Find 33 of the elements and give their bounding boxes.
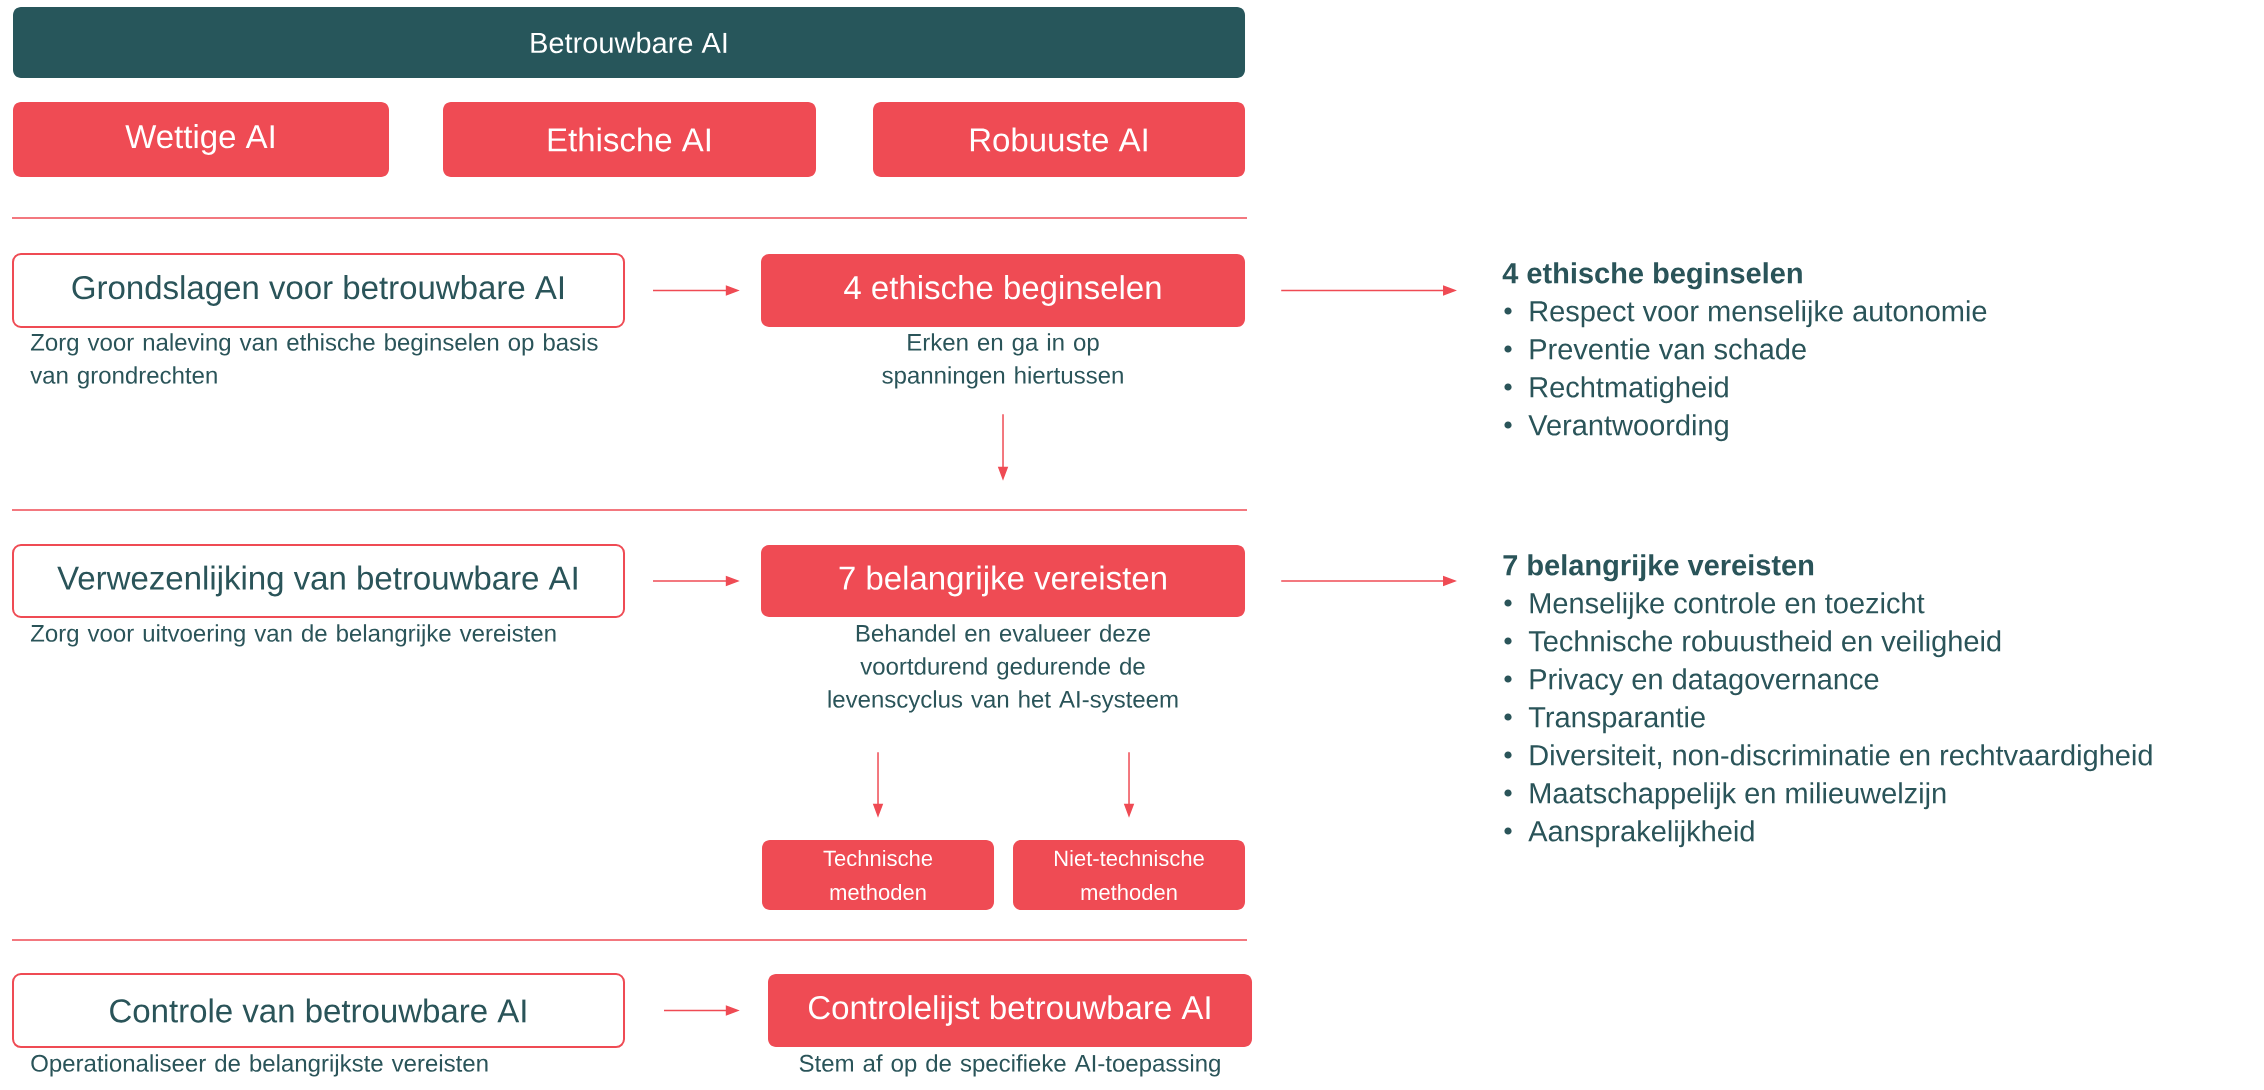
node-label: Maatschappelijk en milieuwelzijn (1530, 782, 1946, 810)
bullet-list: 4 ethische beginselen Respect voor menselijke autonomie Preventie van schade Rechtmatigheid Verantwoording (1502, 262, 1987, 442)
node-label: Respect voor menselijke autonomie (1530, 300, 1987, 328)
node-label: 4 ethische beginselen (1502, 262, 1802, 290)
process-box: Controlelijst betrouwbare AI (768, 974, 1252, 1047)
process-box: Verwezenlijking van betrouwbare AI (12, 544, 625, 618)
process-box: 4 ethische beginselen (761, 254, 1245, 327)
method-box: Niet-technische methoden (1013, 840, 1245, 910)
description-text: Behandel en evalueer deze voortdurend gedurende de levenscyclus van het AI-systeem (828, 624, 1178, 713)
description-text: Stem af op de specifieke AI-toepassing (799, 1054, 1220, 1077)
node-label: 7 belangrijke vereisten (1503, 554, 1814, 582)
description-text: Erken en ga in op spanningen hiertussen (882, 333, 1123, 389)
process-box: Controle van betrouwbare AI (12, 973, 625, 1048)
description-text: Zorg voor uitvoering van de belangrijke vereisten (30, 624, 556, 647)
process-box: Wettige AI (13, 102, 389, 177)
node-label: Rechtmatigheid (1530, 376, 1728, 404)
node-label: Transparantie (1528, 706, 1705, 734)
title-bar: Betrouwbare AI (13, 7, 1245, 78)
method-box: Technische methoden (762, 840, 994, 910)
description-text: Operationaliseer de belangrijkste vereisten (31, 1054, 488, 1077)
node-label: Diversiteit, non-discriminatie en rechtvaardigheid (1530, 744, 2152, 772)
process-box: 7 belangrijke vereisten (761, 545, 1245, 617)
process-box: Ethische AI (443, 102, 816, 177)
description-text: Zorg voor naleving van ethische beginselen op basis van grondrechten (30, 333, 598, 389)
node-label: Preventie van schade (1530, 338, 1806, 360)
process-box: Robuuste AI (873, 102, 1245, 177)
node-label: Privacy en datagovernance (1530, 668, 1879, 696)
process-box: Grondslagen voor betrouwbare AI (12, 253, 625, 328)
bullet-list: 7 belangrijke vereisten Menselijke controle en toezicht Technische robuustheid en veiligheid Privacy en datagovernance Transparantie Diversiteit, non-discriminatie en rechtvaardigheid Maatschappelijk en milieuwelzijn Aansprakelijkheid (1503, 554, 2152, 848)
node-label: Technische robuustheid en veiligheid (1528, 630, 2001, 658)
node-label: Menselijke controle en toezicht (1530, 592, 1925, 620)
node-label: Aansprakelijkheid (1528, 820, 1754, 848)
node-label: Verantwoording (1528, 414, 1728, 442)
